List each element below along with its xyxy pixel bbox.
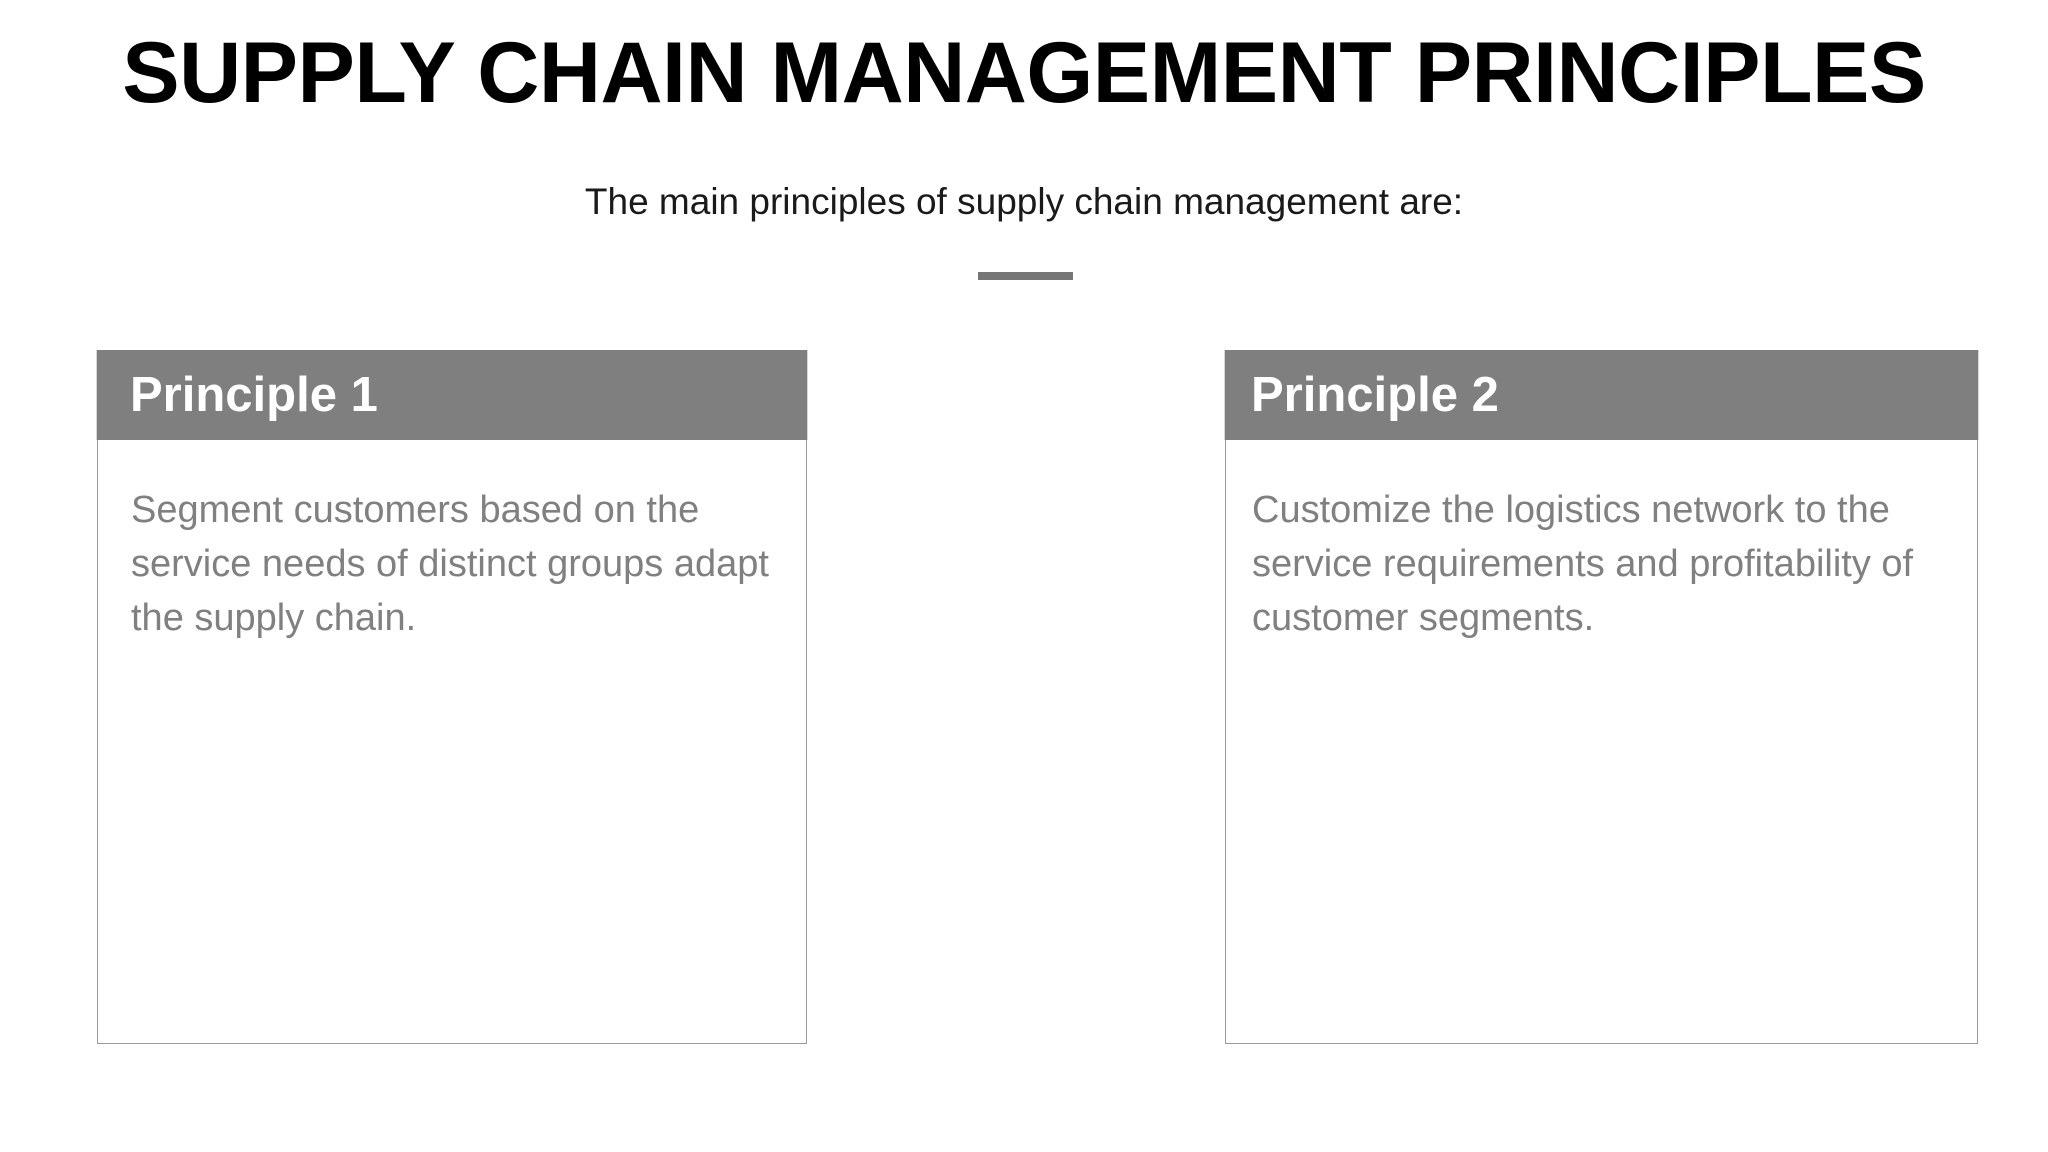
card-header-left-edge	[1224, 350, 1225, 440]
principle-card-2-body: Customize the logistics network to the s…	[1225, 440, 1978, 1044]
principle-card-1-header-label: Principle 1	[130, 367, 378, 422]
principle-card-1-header: Principle 1	[96, 350, 808, 440]
title-divider	[978, 272, 1073, 280]
principle-card-2: Principle 2 Customize the logistics netw…	[1224, 350, 1979, 1044]
principle-card-2-text: Customize the logistics network to the s…	[1252, 489, 1914, 639]
principle-card-1: Principle 1 Segment customers based on t…	[96, 350, 808, 1044]
card-header-right-edge	[807, 350, 808, 440]
page-title: SUPPLY CHAIN MANAGEMENT PRINCIPLES	[122, 25, 1926, 121]
principle-card-1-body: Segment customers based on the service n…	[97, 440, 807, 1044]
principle-card-2-header: Principle 2	[1224, 350, 1979, 440]
principle-card-1-text: Segment customers based on the service n…	[131, 489, 769, 639]
card-header-right-edge	[1978, 350, 1979, 440]
principle-card-2-header-label: Principle 2	[1251, 367, 1499, 422]
card-header-left-edge	[96, 350, 97, 440]
page-subtitle: The main principles of supply chain mana…	[584, 181, 1464, 222]
